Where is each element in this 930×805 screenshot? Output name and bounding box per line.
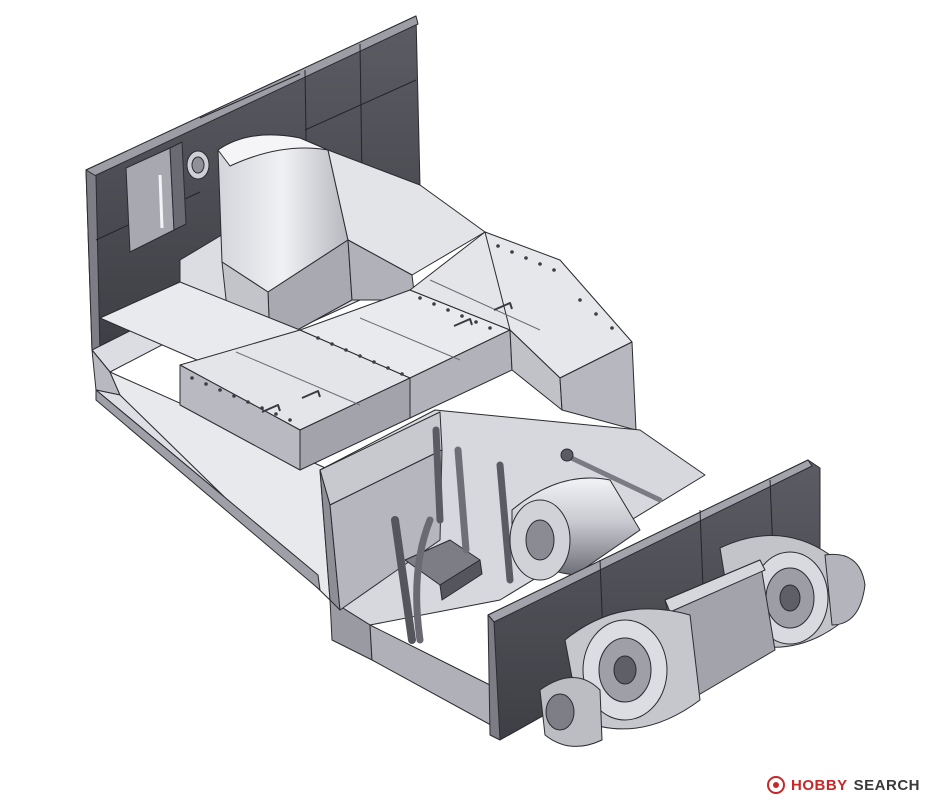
floor-cabinets [99,231,637,471]
bogie-wheelset [539,535,866,747]
boiler-hood [179,134,486,351]
rivet-rows [190,244,614,422]
watermark-search: SEARCH [853,776,920,794]
hobbysearch-logo-icon [766,776,785,794]
traction-motor [509,477,641,581]
watermark: HOBBY SEARCH [766,776,920,794]
watermark-brand: HOBBY [790,776,848,794]
control-stand [319,411,483,611]
control-levers [391,426,663,644]
